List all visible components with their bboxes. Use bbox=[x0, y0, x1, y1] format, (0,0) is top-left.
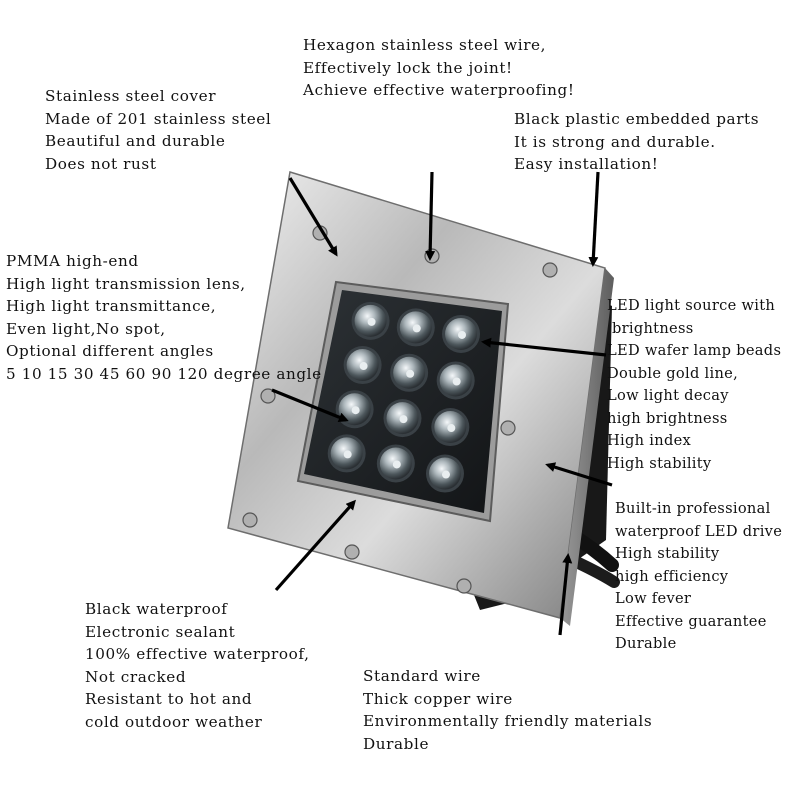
led-chip bbox=[441, 470, 450, 479]
callout-line: Double gold line, bbox=[607, 364, 739, 382]
callout-line: High index bbox=[607, 432, 692, 449]
callout-line: Made of 201 stainless steel bbox=[45, 109, 272, 128]
arrow-led-driver bbox=[545, 462, 613, 487]
led-chip bbox=[367, 317, 376, 326]
callout-line: Effective guarantee bbox=[615, 612, 767, 630]
callout-plastic-embedded: Black plastic embedded parts It is stron… bbox=[514, 108, 759, 176]
led-bead-grid bbox=[327, 301, 481, 493]
callout-line: Not cracked bbox=[85, 667, 187, 686]
callout-line: Low fever bbox=[615, 590, 692, 607]
callout-line: cold outdoor weather bbox=[85, 712, 263, 731]
arrow-standard-wire bbox=[558, 553, 573, 636]
led-chip bbox=[392, 460, 401, 469]
led-chip bbox=[412, 324, 421, 333]
callout-stainless-cover: Stainless steel cover Made of 201 stainl… bbox=[45, 85, 271, 175]
callout-line: Achieve effective waterproofing! bbox=[303, 81, 575, 99]
callout-line: Thick copper wire bbox=[363, 689, 513, 708]
arrow-sealant bbox=[274, 499, 356, 592]
callout-line: high efficiency bbox=[615, 567, 729, 585]
callout-hexagon-wire: Hexagon stainless steel wire, Effectivel… bbox=[303, 34, 575, 102]
callout-line: It is strong and durable. bbox=[514, 132, 716, 151]
callout-led-driver: Built-in professional waterproof LED dri… bbox=[615, 498, 782, 656]
led-chip bbox=[458, 330, 467, 339]
screw bbox=[260, 388, 276, 404]
callout-line: Low light decay bbox=[607, 387, 729, 404]
callout-line: Black waterproof bbox=[85, 600, 228, 618]
callout-line: Black plastic embedded parts bbox=[514, 110, 760, 128]
callout-line: Does not rust bbox=[45, 154, 157, 173]
screw bbox=[542, 262, 558, 278]
screw bbox=[500, 420, 516, 436]
callout-line: LED light source with bbox=[607, 297, 776, 314]
callout-line: Effectively lock the joint! bbox=[303, 58, 513, 77]
led-chip bbox=[452, 377, 461, 386]
screw bbox=[344, 544, 360, 560]
callout-line: Optional different angles bbox=[6, 342, 214, 360]
callout-line: Resistant to hot and bbox=[85, 690, 253, 708]
arrow-led-source bbox=[481, 337, 607, 357]
callout-line: high brightness bbox=[607, 409, 728, 427]
callout-line: High stability bbox=[615, 545, 720, 562]
callout-line: High light transmission lens, bbox=[6, 274, 246, 293]
callout-line: 5 10 15 30 45 60 90 120 degree angle bbox=[6, 364, 322, 383]
led-chip bbox=[399, 415, 408, 424]
led-chip bbox=[359, 362, 368, 371]
callout-line: Even light,No spot, bbox=[6, 319, 166, 338]
arrow-hexagon-wire bbox=[425, 171, 436, 261]
callout-line: Built-in professional bbox=[615, 500, 771, 517]
callout-line: brightness bbox=[607, 319, 694, 337]
callout-line: Standard wire bbox=[363, 667, 481, 685]
arrow-pmma-lens bbox=[271, 388, 349, 423]
screw bbox=[456, 578, 472, 594]
callout-line: High light transmittance, bbox=[6, 297, 217, 315]
callout-standard-wire: Standard wire Thick copper wire Environm… bbox=[363, 665, 652, 755]
screw bbox=[242, 512, 258, 528]
callout-line: Durable bbox=[615, 635, 677, 652]
cover-side-bevel bbox=[560, 268, 614, 626]
callout-sealant: Black waterproof Electronic sealant 100%… bbox=[85, 598, 310, 733]
arrow-plastic-embedded bbox=[588, 171, 600, 267]
callout-line: LED wafer lamp beads bbox=[607, 342, 782, 359]
callout-pmma-lens: PMMA high-end High light transmission le… bbox=[6, 250, 322, 385]
callout-line: 100% effective waterproof, bbox=[85, 645, 310, 663]
led-chip bbox=[351, 406, 360, 415]
callout-line: High stability bbox=[607, 454, 712, 472]
callout-line: Electronic sealant bbox=[85, 622, 236, 641]
callout-line: Easy installation! bbox=[514, 155, 659, 173]
callout-line: waterproof LED drive bbox=[615, 522, 783, 540]
callout-line: Environmentally friendly materials bbox=[363, 712, 653, 730]
arrow-stainless-cover bbox=[288, 177, 338, 257]
callout-line: PMMA high-end bbox=[6, 252, 139, 270]
led-chip bbox=[406, 369, 415, 378]
callout-led-source: LED light source with brightness LED waf… bbox=[607, 295, 781, 475]
led-chip bbox=[343, 450, 352, 459]
callout-line: Hexagon stainless steel wire, bbox=[303, 36, 547, 54]
callout-line: Beautiful and durable bbox=[45, 132, 226, 150]
led-chip bbox=[447, 424, 456, 433]
callout-line: Stainless steel cover bbox=[45, 87, 217, 105]
callout-line: Durable bbox=[363, 734, 430, 753]
